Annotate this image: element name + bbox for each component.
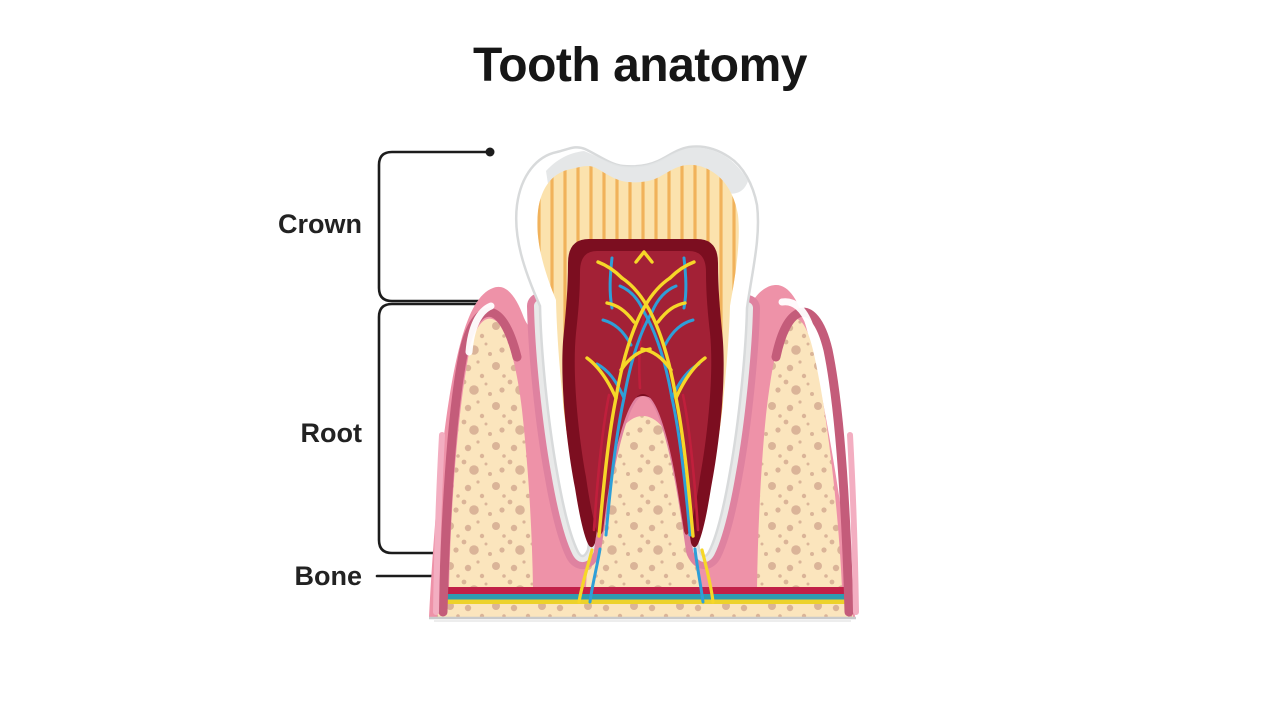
bone-bottom-band [437,604,853,617]
bone-right-mound [757,318,842,588]
vein-stripe [441,594,849,600]
bone-bottom-edge [429,616,856,622]
label-crown: Crown [278,209,362,239]
root-apex-vessels [577,547,715,604]
artery-stripe [441,587,849,594]
label-root: Root [300,418,362,448]
nerve-stripe [441,599,849,604]
crown-bracket [377,150,491,303]
gum-accents [433,298,859,617]
page-title: Tooth anatomy [473,39,807,92]
bone-vessel-stripes [441,587,849,604]
nerve-branches [585,250,707,538]
root-bracket [377,302,491,555]
label-bone: Bone [294,561,363,591]
bone-left-mound [449,318,533,588]
